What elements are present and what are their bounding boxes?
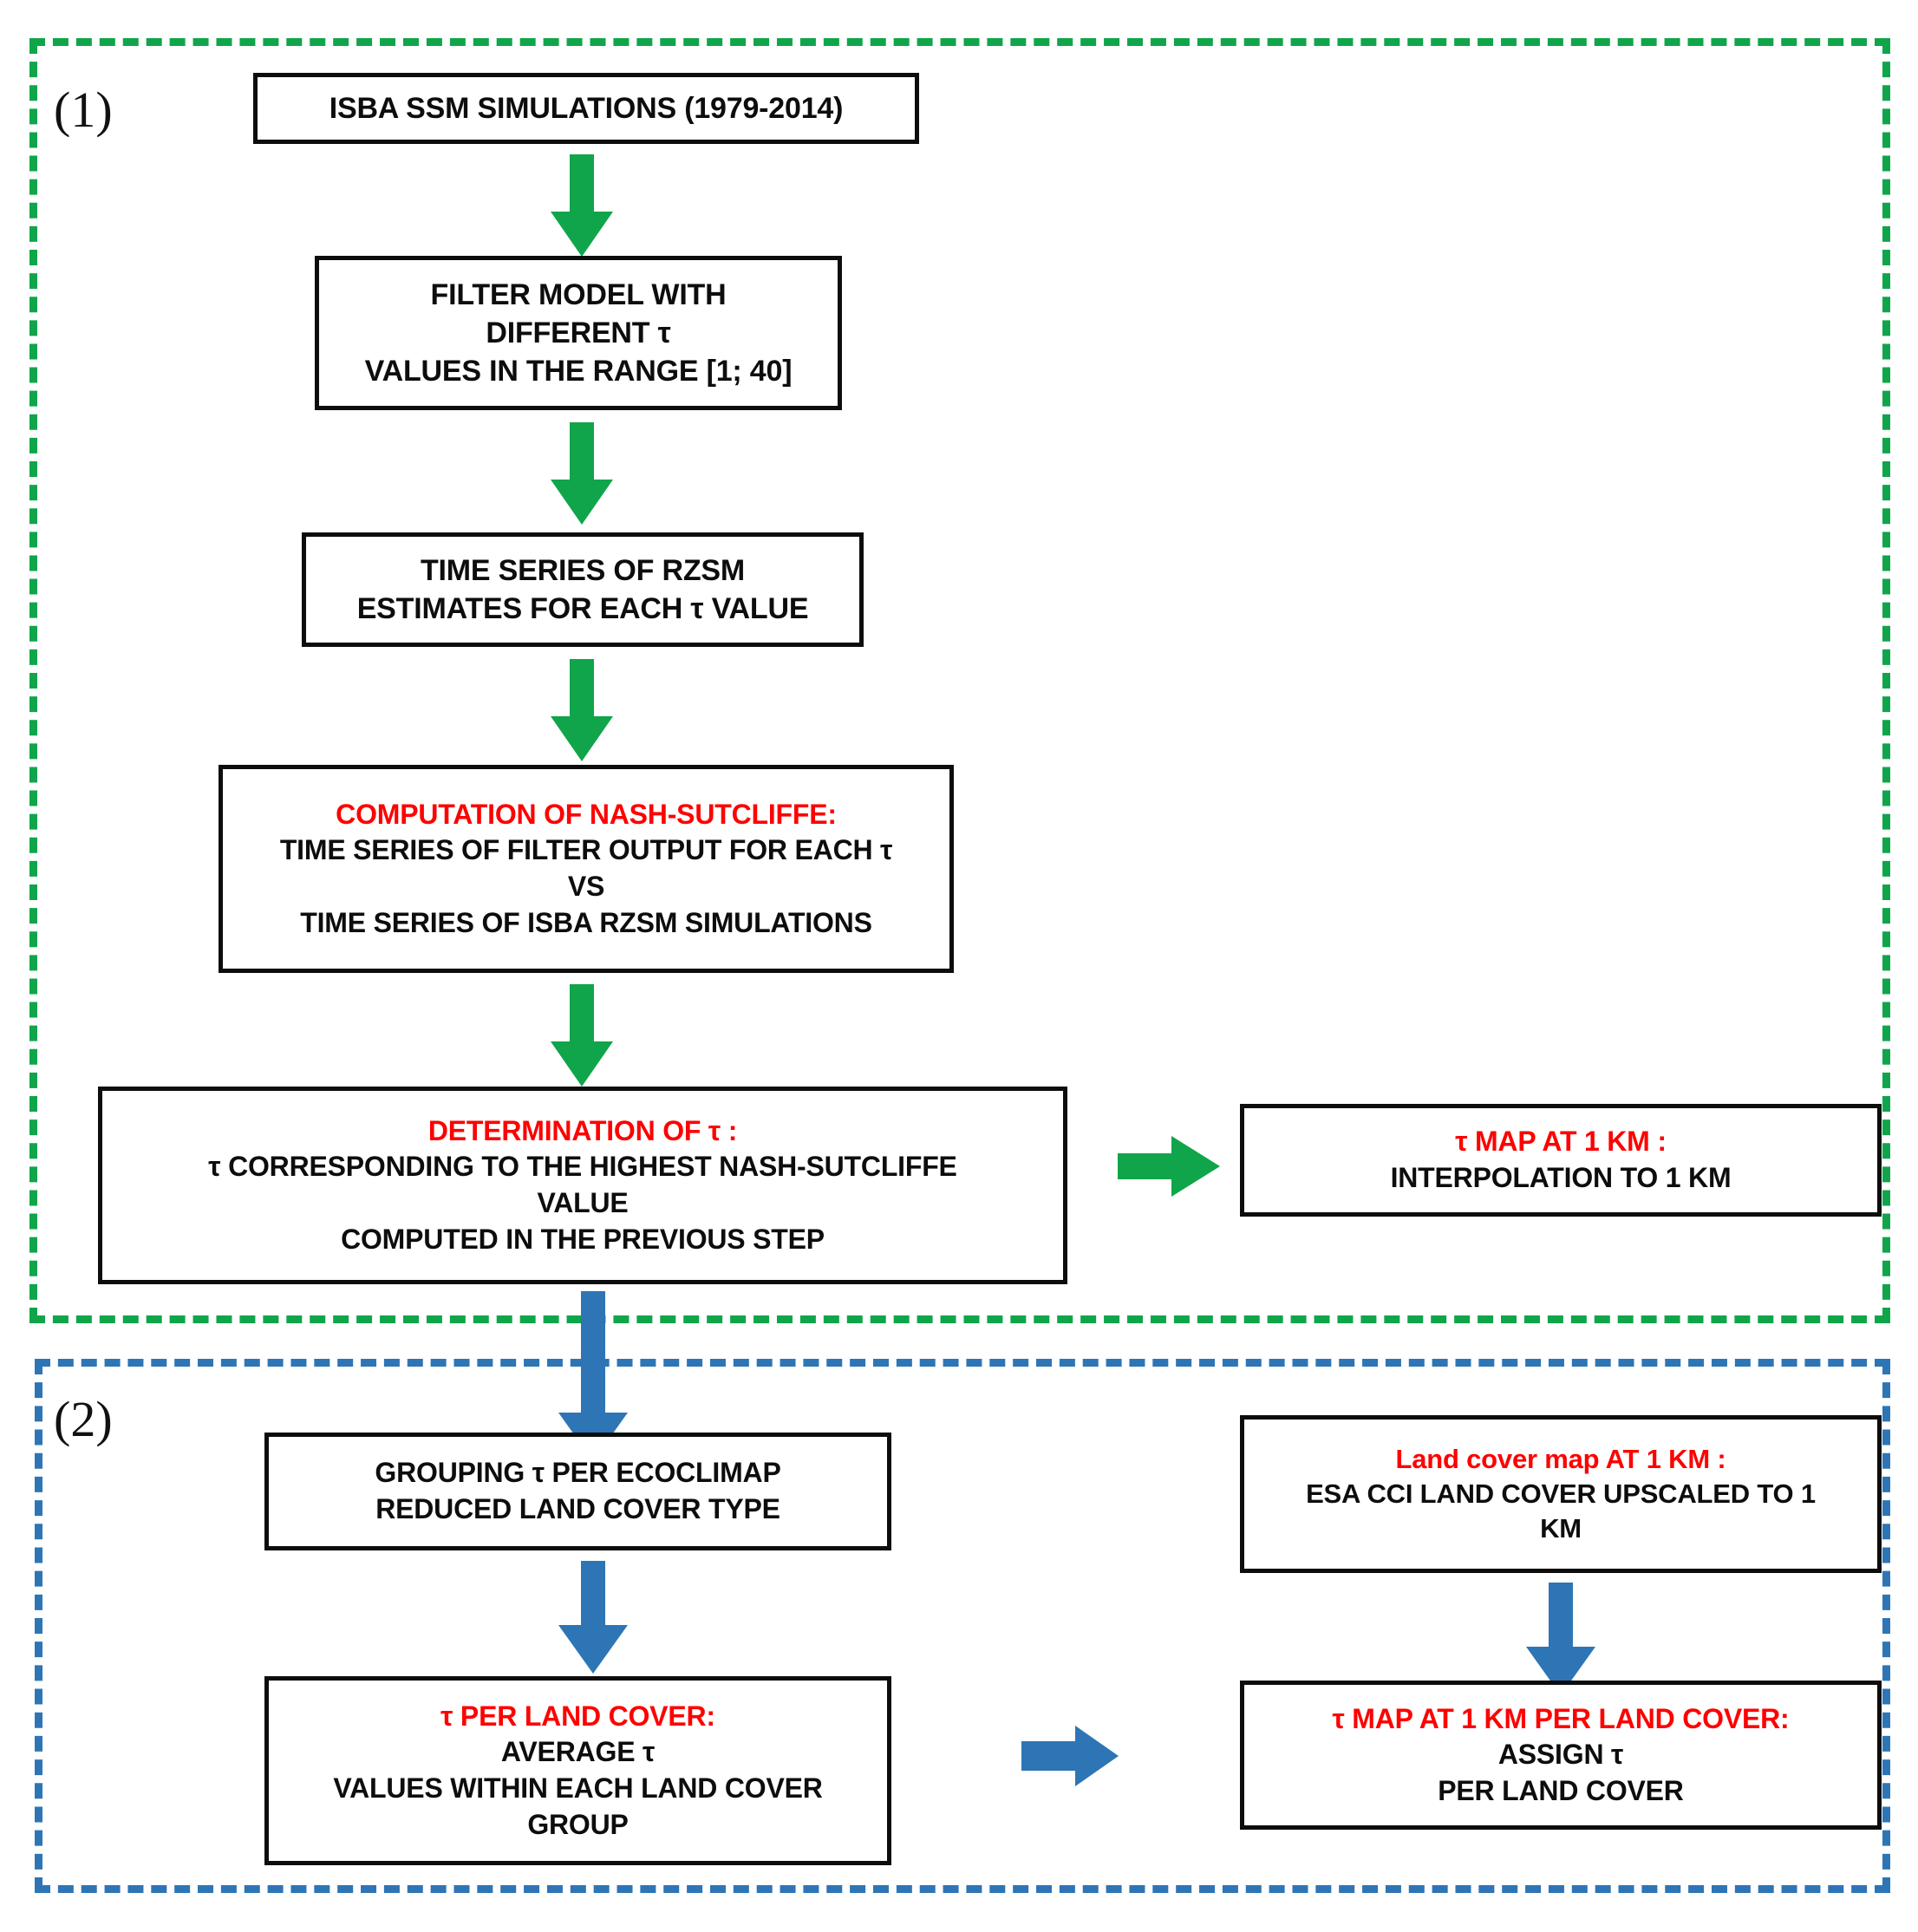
box-landcovermap-line-1: Land cover map AT 1 KM : (1395, 1443, 1726, 1474)
box-determination-of-tau: DETERMINATION OF τ : τ CORRESPONDING TO … (98, 1087, 1067, 1284)
box-landcovermap-line-3: KM (1540, 1513, 1582, 1544)
arrow-determination-to-taumap-icon (1118, 1136, 1220, 1197)
box-taumapperlandcover-line-2: ASSIGN τ (1497, 1739, 1624, 1771)
box-computation-nash-sutcliffe: COMPUTATION OF NASH-SUTCLIFFE: TIME SERI… (219, 765, 954, 973)
section-1-label: (1) (54, 82, 113, 138)
box-determination-line-3: VALUE (537, 1187, 629, 1218)
box-filter-model: FILTER MODEL WITH DIFFERENT τ VALUES IN … (315, 256, 842, 410)
box-grouping-line-1: GROUPING τ PER ECOCLIMAP (375, 1457, 781, 1489)
box-grouping-line-2: REDUCED LAND COVER TYPE (375, 1493, 780, 1524)
box-filter-line-1: FILTER MODEL WITH (430, 277, 727, 311)
box-filter-line-3: VALUES IN THE RANGE [1; 40] (364, 355, 793, 388)
section-2-label: (2) (54, 1391, 113, 1447)
box-landcovermap-line-2: ESA CCI LAND COVER UPSCALED TO 1 (1306, 1478, 1816, 1509)
box-determination-line-2: τ CORRESPONDING TO THE HIGHEST NASH-SUTC… (208, 1151, 957, 1183)
arrow-tauperlandcover-to-taumapperlandcover-icon (1021, 1726, 1119, 1786)
box-nash-line-1: COMPUTATION OF NASH-SUTCLIFFE: (336, 798, 837, 830)
box-nash-line-2: TIME SERIES OF FILTER OUTPUT FOR EACH τ (279, 834, 893, 866)
box-taumapperlandcover-line-1: τ MAP AT 1 KM PER LAND COVER: (1332, 1702, 1790, 1734)
arrow-filter-to-timeseries-icon (551, 422, 613, 525)
arrow-grouping-to-tauperlandcover-icon (558, 1561, 628, 1674)
arrow-determination-to-grouping-icon (558, 1291, 628, 1461)
box-determination-line-1: DETERMINATION OF τ : (427, 1114, 738, 1146)
box-nash-line-3: VS (567, 871, 605, 902)
section-2-frame (35, 1359, 1890, 1893)
box-timeseries-line-1: TIME SERIES OF RZSM (420, 553, 745, 587)
section-1-frame (29, 38, 1890, 1323)
box-taumap-line-2: INTERPOLATION TO 1 KM (1390, 1162, 1732, 1193)
box-tau-map-1km-per-land-cover: τ MAP AT 1 KM PER LAND COVER: ASSIGN τ P… (1240, 1681, 1882, 1830)
box-time-series-rzsm: TIME SERIES OF RZSM ESTIMATES FOR EACH τ… (302, 532, 864, 647)
box-tauperlandcover-line-2: AVERAGE τ (500, 1736, 656, 1768)
box-grouping-tau-ecoclimap: GROUPING τ PER ECOCLIMAP REDUCED LAND CO… (264, 1433, 891, 1550)
arrow-isba-to-filter-icon (551, 154, 613, 257)
box-taumap-line-1: τ MAP AT 1 KM : (1455, 1126, 1667, 1158)
box-tauperlandcover-line-4: GROUP (527, 1808, 629, 1840)
box-tauperlandcover-line-3: VALUES WITHIN EACH LAND COVER (333, 1772, 823, 1804)
arrow-nash-to-determination-icon (551, 984, 613, 1087)
box-nash-line-4: TIME SERIES OF ISBA RZSM SIMULATIONS (300, 906, 872, 938)
arrow-landcovermap-to-taumapperlandcover-icon (1526, 1583, 1595, 1695)
box-filter-line-2: DIFFERENT τ (486, 316, 671, 349)
box-taumapperlandcover-line-3: PER LAND COVER (1438, 1774, 1684, 1806)
box-isba-ssm-simulations: ISBA SSM SIMULATIONS (1979-2014) (253, 73, 919, 144)
box-tau-map-1km: τ MAP AT 1 KM : INTERPOLATION TO 1 KM (1240, 1104, 1882, 1217)
box-timeseries-line-2: ESTIMATES FOR EACH τ VALUE (356, 592, 809, 625)
box-isba-line-1: ISBA SSM SIMULATIONS (1979-2014) (329, 91, 844, 125)
box-tauperlandcover-line-1: τ PER LAND COVER: (440, 1700, 715, 1732)
box-land-cover-map-1km: Land cover map AT 1 KM : ESA CCI LAND CO… (1240, 1415, 1882, 1573)
box-tau-per-land-cover: τ PER LAND COVER: AVERAGE τ VALUES WITHI… (264, 1676, 891, 1865)
box-determination-line-4: COMPUTED IN THE PREVIOUS STEP (341, 1223, 825, 1255)
arrow-timeseries-to-nash-icon (551, 659, 613, 761)
